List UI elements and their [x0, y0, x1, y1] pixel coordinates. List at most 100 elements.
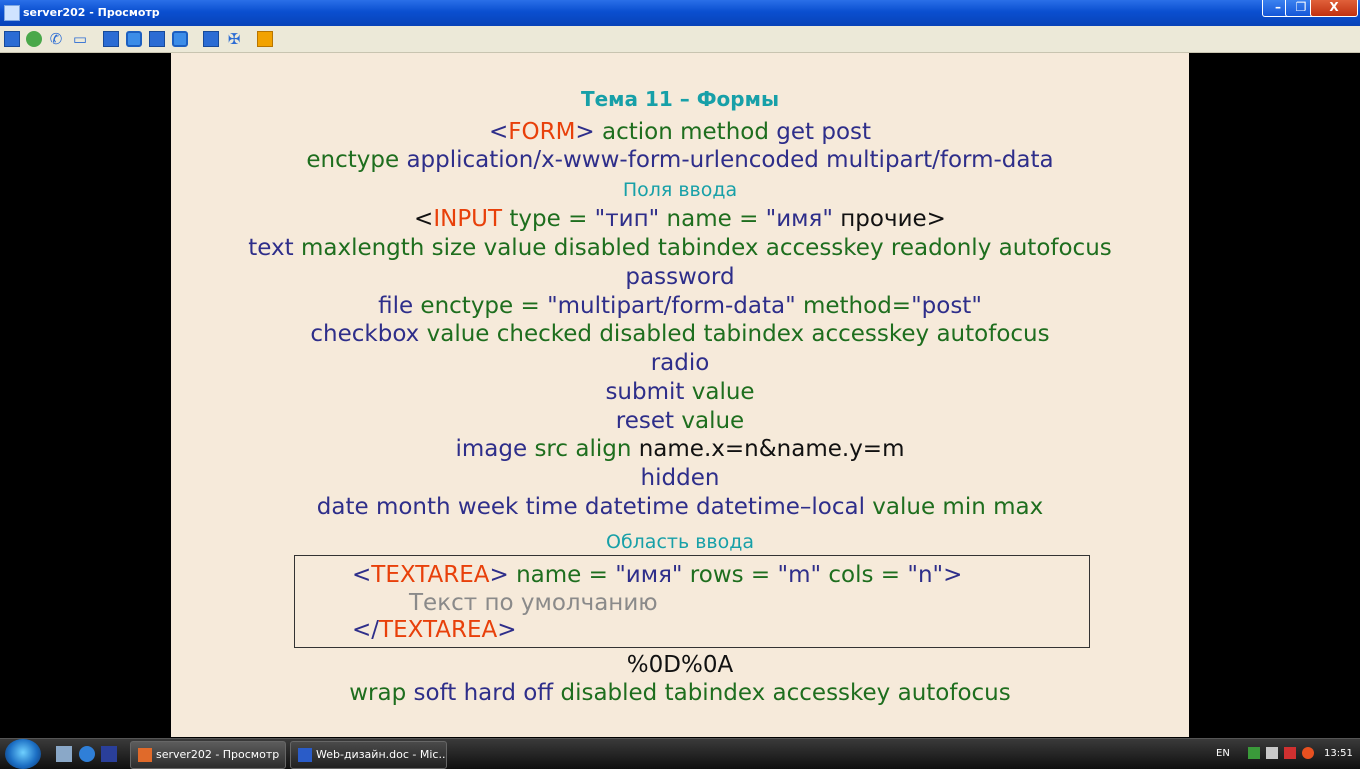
- image-type: image: [455, 436, 528, 462]
- textarea-cols-val: "n": [907, 562, 944, 588]
- textarea-example-box: <TEXTAREA> name = "имя" rows = "m" cols …: [294, 555, 1090, 648]
- window-title-bar[interactable]: server202 - Просмотр – ❐ X: [0, 0, 1360, 26]
- input-rest: прочие>: [840, 206, 946, 232]
- zoom-icon[interactable]: [172, 31, 188, 47]
- enctype-attr: enctype: [306, 147, 400, 173]
- input-type-val: "тип": [594, 206, 660, 232]
- taskbar-item-label: Web-дизайн.doc - Mic...: [316, 748, 447, 761]
- reset-line: reset value: [171, 408, 1189, 434]
- newline-code: %0D%0A: [626, 652, 734, 678]
- file-type: file: [378, 293, 414, 319]
- date-attrs: value min max: [872, 494, 1044, 520]
- close-button[interactable]: X: [1310, 0, 1358, 17]
- password-line: password: [625, 264, 735, 290]
- phone-icon[interactable]: ✆: [49, 30, 63, 48]
- fields-heading: Поля ввода: [622, 179, 738, 201]
- text-attrs: maxlength size value disabled tabindex a…: [300, 235, 1112, 261]
- connect-icon[interactable]: [26, 31, 42, 47]
- checkbox-attrs: value checked disabled tabindex accesske…: [426, 321, 1050, 347]
- security-shield-icon[interactable]: [1284, 747, 1296, 759]
- textarea-close-tag: TEXTAREA: [379, 617, 498, 643]
- file-enctype-val: "multipart/form-data": [547, 293, 796, 319]
- submit-attrs: value: [691, 379, 755, 405]
- close-session-icon[interactable]: [257, 31, 273, 47]
- input-type-attr: type =: [509, 206, 595, 232]
- network-icon[interactable]: [1248, 747, 1260, 759]
- form-open: <: [488, 119, 509, 145]
- textarea-close-gt: >: [497, 617, 517, 643]
- text-line: text maxlength size value disabled tabin…: [171, 235, 1189, 261]
- system-tray: EN 13:51: [1212, 739, 1360, 769]
- textarea-close-line: </TEXTAREA>: [352, 617, 517, 643]
- viewer-toolbar: ✆ ▭ ✠: [0, 26, 1360, 53]
- wrap-line: wrap soft hard off disabled tabindex acc…: [171, 680, 1189, 706]
- taskbar-item-viewer[interactable]: server202 - Просмотр: [130, 741, 286, 769]
- textarea-heading: Область ввода: [605, 531, 754, 553]
- input-open: <: [414, 206, 434, 232]
- wrap-values: soft hard off: [413, 680, 554, 706]
- radio-line: radio: [650, 350, 710, 376]
- volume-icon[interactable]: [1266, 747, 1278, 759]
- app-icon: [4, 5, 20, 21]
- file-method-attr: method=: [802, 293, 912, 319]
- hidden-line: hidden: [640, 465, 720, 491]
- enctype-values: application/x-www-form-urlencoded multip…: [406, 147, 1054, 173]
- text-type: text: [248, 235, 294, 261]
- textarea-default-text: Текст по умолчанию: [409, 590, 658, 616]
- textarea-open-gt: >: [489, 562, 509, 588]
- input-name-attr: name =: [666, 206, 766, 232]
- file-enctype-attr: enctype =: [420, 293, 548, 319]
- taskbar: server202 - Просмотр Web-дизайн.doc - Mi…: [0, 738, 1360, 769]
- input-name-val: "имя": [765, 206, 833, 232]
- start-button[interactable]: [5, 739, 41, 769]
- textarea-close-open: </: [352, 617, 380, 643]
- tools-icon[interactable]: ✠: [227, 30, 241, 48]
- media-player-icon[interactable]: [101, 746, 117, 762]
- image-line: image src align name.x=n&name.y=m: [171, 436, 1189, 462]
- textarea-open-tag: TEXTAREA: [371, 562, 490, 588]
- checkbox-line: checkbox value checked disabled tabindex…: [171, 321, 1189, 347]
- date-line: date month week time datetime datetime–l…: [171, 494, 1189, 520]
- input-tag: INPUT: [433, 206, 503, 232]
- reset-attrs: value: [681, 408, 745, 434]
- form-attrs: action method: [602, 119, 769, 145]
- textarea-name-val: "имя": [615, 562, 683, 588]
- textarea-tail: >: [943, 562, 963, 588]
- chat-icon[interactable]: ▭: [72, 30, 88, 48]
- monitor-icon[interactable]: [4, 31, 20, 47]
- date-types: date month week time datetime datetime–l…: [316, 494, 865, 520]
- submit-line: submit value: [171, 379, 1189, 405]
- show-desktop-icon[interactable]: [56, 746, 72, 762]
- textarea-rows-val: "m": [777, 562, 822, 588]
- textarea-open-line: <TEXTAREA> name = "имя" rows = "m" cols …: [352, 562, 962, 588]
- textarea-cols-attr: cols =: [828, 562, 908, 588]
- file-method-val: "post": [911, 293, 982, 319]
- image-coords: name.x=n&name.y=m: [638, 436, 905, 462]
- fit-screen-icon[interactable]: [149, 31, 165, 47]
- wrap-attr: wrap: [349, 680, 407, 706]
- image-attrs: src align: [534, 436, 632, 462]
- textarea-rows-attr: rows =: [689, 562, 778, 588]
- taskbar-item-label: server202 - Просмотр: [156, 748, 280, 761]
- word-document-icon: [298, 748, 312, 762]
- textarea-name-attr: name =: [516, 562, 616, 588]
- enctype-line: enctype application/x-www-form-urlencode…: [171, 147, 1189, 173]
- internet-explorer-icon[interactable]: [79, 746, 95, 762]
- clock[interactable]: 13:51: [1324, 748, 1353, 759]
- taskbar-item-word[interactable]: Web-дизайн.doc - Mic...: [290, 741, 447, 769]
- fullscreen-icon[interactable]: [126, 31, 142, 47]
- form-tag: FORM: [508, 119, 576, 145]
- slide: Тема 11 – Формы <FORM> action method get…: [171, 53, 1189, 737]
- copy-icon[interactable]: [203, 31, 219, 47]
- textarea-open-lt: <: [352, 562, 372, 588]
- language-indicator[interactable]: EN: [1216, 748, 1230, 759]
- input-line: <INPUT type = "тип" name = "имя" прочие>: [171, 206, 1189, 232]
- viewer-app-icon: [138, 748, 152, 762]
- checkbox-type: checkbox: [310, 321, 420, 347]
- window-title: server202 - Просмотр: [23, 6, 160, 19]
- file-line: file enctype = "multipart/form-data" met…: [171, 293, 1189, 319]
- form-line: <FORM> action method get post: [171, 119, 1189, 145]
- window-mode-icon[interactable]: [103, 31, 119, 47]
- form-methods: get post: [776, 119, 872, 145]
- antivirus-icon[interactable]: [1302, 747, 1314, 759]
